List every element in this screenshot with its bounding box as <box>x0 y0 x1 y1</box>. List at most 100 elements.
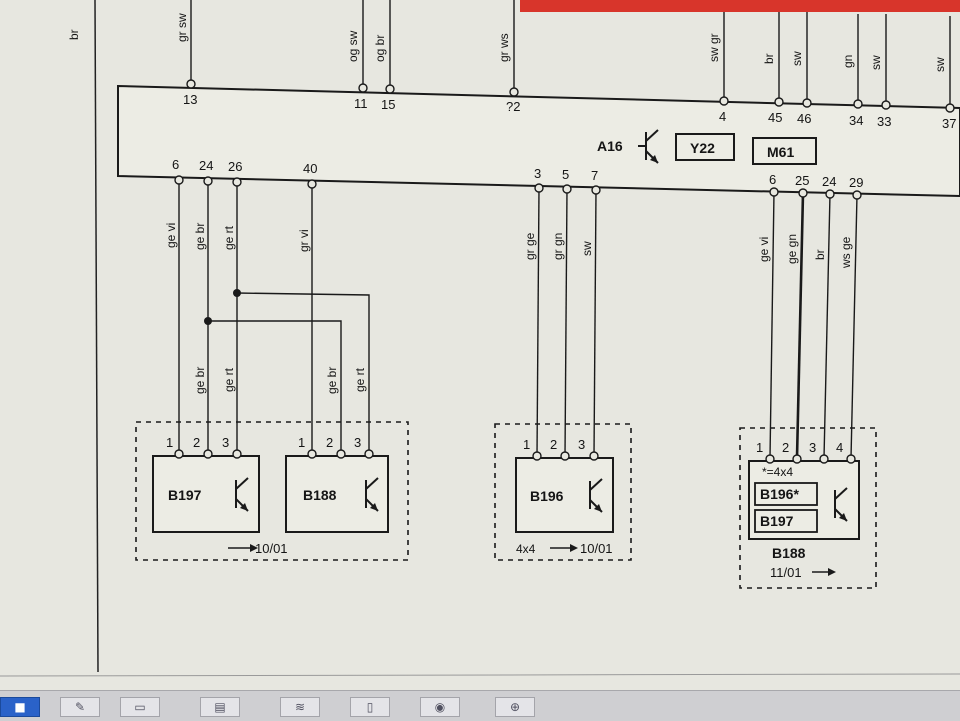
connector-pin <box>307 449 317 459</box>
connector-pin <box>174 449 184 459</box>
m61-box[interactable] <box>752 137 817 165</box>
wire-label: ge br <box>193 223 207 250</box>
sensor-label: B196 <box>530 488 564 504</box>
sensor-b188-housing[interactable] <box>748 460 860 540</box>
wire-label: ge br <box>193 367 207 394</box>
taskbar-button-1[interactable]: ✎ <box>60 697 100 717</box>
top-wire-group: gr sw og sw og br gr ws sw gr br sw gn s… <box>175 0 956 131</box>
wire-label: gr ws <box>497 33 511 62</box>
wire-gr-gn[interactable] <box>564 188 568 457</box>
dashed-enclosure <box>135 421 409 561</box>
connector-pin <box>174 175 184 185</box>
wire-label: br <box>813 249 827 260</box>
wire-label: ge br <box>325 367 339 394</box>
pin-number: 3 <box>809 440 816 455</box>
connector-pin <box>385 84 395 94</box>
frame-line <box>94 0 99 673</box>
sensor-label: B196* <box>760 486 799 502</box>
wire-br[interactable] <box>823 193 831 459</box>
transistor-icon <box>365 477 379 512</box>
connector-pin <box>307 179 317 189</box>
wire-ge-gn[interactable] <box>795 192 805 459</box>
taskbar-button-3[interactable]: ▤ <box>200 697 240 717</box>
taskbar: ■ ✎ ▭ ▤ ≋ ▯ ◉ ⊕ <box>0 690 960 721</box>
sensor-b188[interactable] <box>285 455 389 533</box>
connector-pin <box>509 87 519 97</box>
pin-number: 2 <box>550 437 557 452</box>
y22-box[interactable] <box>675 133 735 161</box>
wire-label: sw gr <box>707 33 721 62</box>
pin-number: ?2 <box>506 99 520 114</box>
page-reference-link[interactable]: 10/01 <box>255 541 288 556</box>
sensor-b197[interactable] <box>152 455 260 533</box>
connector-pin <box>358 83 368 93</box>
reference-arrow-icon <box>812 568 836 576</box>
sensor-b196[interactable] <box>515 457 614 533</box>
pin-number: 46 <box>797 111 811 126</box>
wire-sw[interactable] <box>593 189 597 457</box>
pin-number: 3 <box>354 435 361 450</box>
pin-number: 6 <box>769 172 776 187</box>
taskbar-button-6[interactable]: ◉ <box>420 697 460 717</box>
wire-label: ws ge <box>839 236 853 269</box>
window-icon: ▭ <box>134 700 146 714</box>
pen-icon: ✎ <box>74 700 86 714</box>
pin-number: 2 <box>193 435 200 450</box>
connector-pin <box>792 454 802 464</box>
pin-number: 4 <box>719 109 726 124</box>
dashed-enclosure <box>494 423 632 561</box>
wire-ge-vi-2[interactable] <box>769 191 775 459</box>
connector-pin <box>336 449 346 459</box>
wire-ws-ge[interactable] <box>850 194 858 459</box>
wire-label: sw <box>580 241 594 256</box>
wire-label: og sw <box>346 30 360 62</box>
pin-number: 13 <box>183 92 197 107</box>
window-title-bar <box>520 0 960 12</box>
connector-pin <box>853 99 863 109</box>
page-reference-link[interactable]: 10/01 <box>580 541 613 556</box>
sensor-group-2: B196 1 2 3 4x4 10/01 <box>494 423 632 561</box>
transistor-icon <box>834 487 848 522</box>
start-button[interactable]: ■ <box>0 697 40 717</box>
pin-number: 29 <box>849 175 863 190</box>
pin-number: 4 <box>836 440 843 455</box>
pin-number: 40 <box>303 161 317 176</box>
sensor-b196-variant[interactable] <box>754 482 818 506</box>
pin-number: 34 <box>849 113 863 128</box>
branch-wire-ge-br[interactable] <box>208 320 342 452</box>
folder-icon: ▤ <box>214 700 226 714</box>
margin-label: br <box>67 29 81 40</box>
taskbar-button-2[interactable]: ▭ <box>120 697 160 717</box>
taskbar-button-4[interactable]: ≋ <box>280 697 320 717</box>
pin-number: 33 <box>877 114 891 129</box>
target-icon: ⊕ <box>509 700 521 714</box>
taskbar-button-5[interactable]: ▯ <box>350 697 390 717</box>
wire-label: og br <box>373 35 387 62</box>
page-reference-link[interactable]: 11/01 <box>770 565 802 580</box>
connector-pin <box>364 449 374 459</box>
pin-number: 3 <box>222 435 229 450</box>
pin-number: 24 <box>199 158 213 173</box>
connector-pin <box>719 96 729 106</box>
branch-wire-ge-rt[interactable] <box>236 292 370 452</box>
wire-label: sw <box>933 57 947 72</box>
connector-pin <box>203 176 213 186</box>
wire-gr-ge[interactable] <box>536 187 540 457</box>
pin-number: 24 <box>822 174 836 189</box>
connector-pin <box>798 188 808 198</box>
pin-number: 2 <box>326 435 333 450</box>
sensor-label: B197 <box>760 513 794 529</box>
control-unit-a16[interactable] <box>117 84 960 198</box>
taskbar-button-7[interactable]: ⊕ <box>495 697 535 717</box>
pin-number: 2 <box>782 440 789 455</box>
y22-label: Y22 <box>690 140 715 156</box>
sensor-b197-variant[interactable] <box>754 509 818 533</box>
connector-pin <box>765 454 775 464</box>
wire-label: gr vi <box>297 229 311 252</box>
pin-number: 11 <box>354 96 368 111</box>
sensor-group-1: B197 B188 1 2 3 1 <box>135 421 409 561</box>
wire-label: gr ge <box>523 232 537 260</box>
wire-label: ge rt <box>222 225 236 250</box>
pin-number: 3 <box>534 166 541 181</box>
wire-label: ge vi <box>757 237 771 262</box>
